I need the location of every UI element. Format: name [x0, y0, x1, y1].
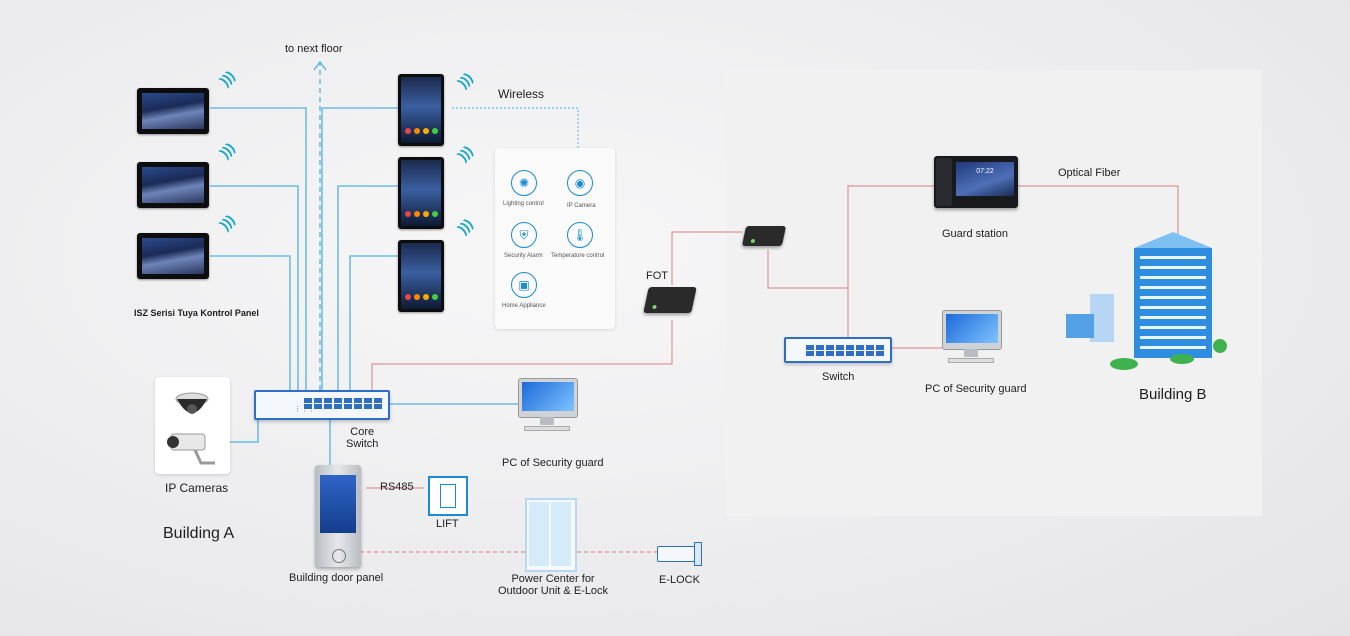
shield-icon: ⛨ [511, 222, 537, 248]
building-a-label: Building A [163, 525, 235, 542]
camera-icon: ◉ [567, 170, 593, 196]
power-center-label: Power Center for Outdoor Unit & E-Lock [498, 573, 609, 597]
bulb-icon: ✺ [511, 170, 537, 196]
wireless-label: Wireless [498, 87, 545, 101]
power-center [525, 498, 577, 572]
core-switch: ⋮⋮⋮ [254, 390, 390, 420]
guard-station-label: Guard station [942, 228, 1009, 240]
door-panel-label: Building door panel [289, 572, 384, 584]
to-next-floor-label: to next floor [285, 43, 343, 55]
elock-icon [657, 546, 695, 562]
tuya-panel-label: ISZ Serisi Tuya Kontrol Panel [134, 308, 259, 318]
card-item-label: IP Camera [567, 203, 596, 209]
portrait-panel-1 [398, 74, 444, 146]
guard-screen-clock: 07:22 [956, 162, 1014, 196]
appliance-icon: ▣ [511, 272, 537, 298]
fot-label: FOT [646, 270, 668, 282]
ip-cameras-label: IP Cameras [165, 481, 229, 495]
rs485-label: RS485 [380, 481, 414, 493]
building-b-label: Building B [1139, 386, 1207, 403]
switch-label: Switch [822, 371, 855, 383]
thermometer-icon: 🌡 [567, 222, 593, 248]
card-item-label: Temperature control [551, 253, 605, 259]
card-item-label: Lighting control [503, 201, 544, 207]
tuya-panel-1 [137, 88, 209, 134]
tuya-panel-2 [137, 162, 209, 208]
lift-label: LIFT [436, 518, 459, 530]
optical-fiber-label: Optical Fiber [1058, 167, 1121, 179]
portrait-panel-3 [398, 240, 444, 312]
pc-security-a-label: PC of Security guard [502, 457, 604, 469]
core-switch-label: Core Switch [346, 426, 379, 450]
switch-b: ⋮⋮⋮ [784, 337, 892, 363]
card-item-label: Home Appliance [502, 303, 546, 309]
card-item-label: Security Alarm [504, 253, 543, 259]
tuya-panel-3 [137, 233, 209, 279]
smart-home-card: ✺ Lighting control ◉ IP Camera ⛨ Securit… [495, 148, 615, 329]
fot-converter-b [741, 226, 787, 246]
building-door-panel [315, 465, 361, 567]
portrait-panel-2 [398, 157, 444, 229]
guard-station: 07:22 [934, 156, 1018, 208]
elock-label: E-LOCK [659, 574, 700, 586]
lift-icon [428, 476, 468, 516]
elock-strike [694, 542, 702, 566]
fot-converter-a [643, 287, 697, 313]
camera-icon [167, 392, 215, 465]
ip-cameras-box [155, 377, 230, 474]
building-b-illustration [1066, 232, 1227, 370]
pc-security-b-label: PC of Security guard [925, 383, 1027, 395]
